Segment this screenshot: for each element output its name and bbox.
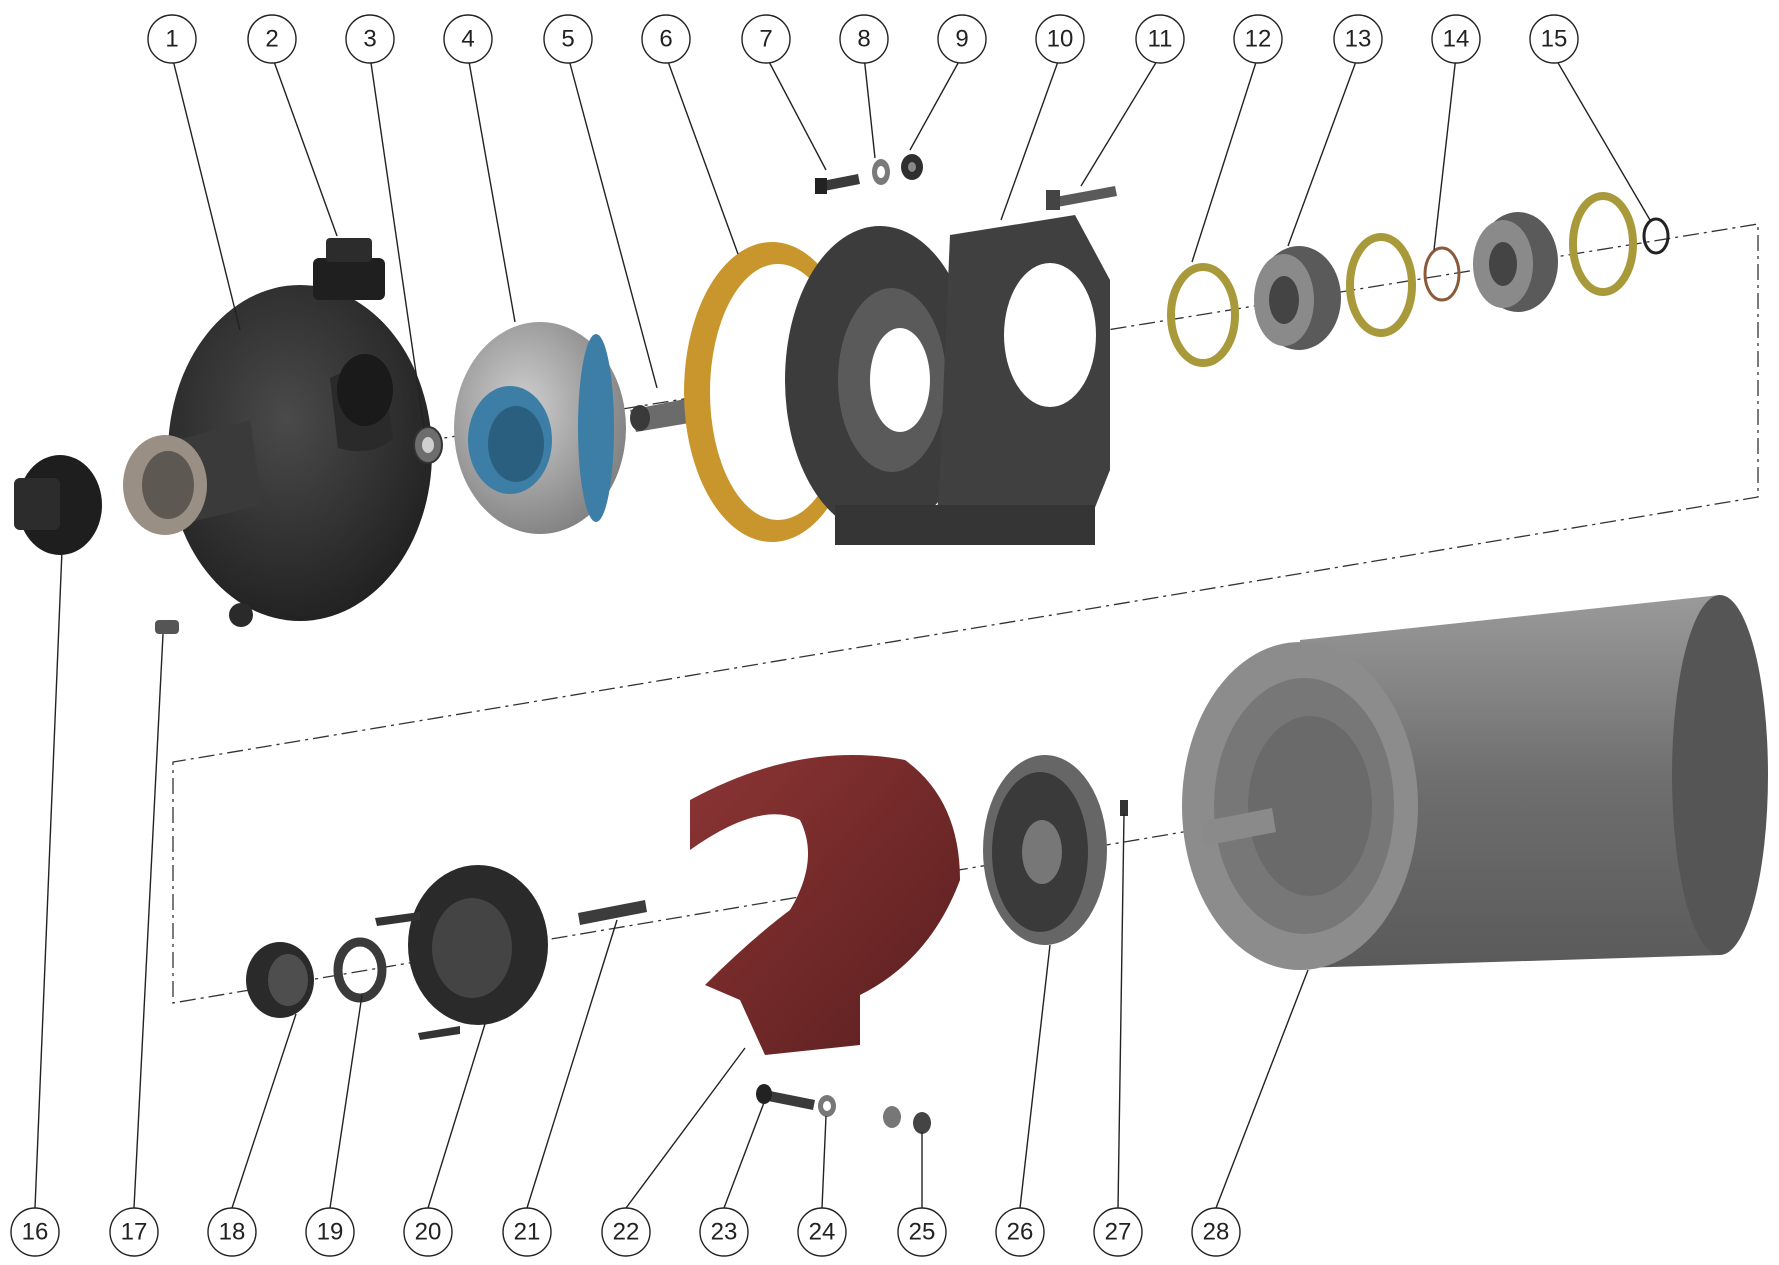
guard-nuts	[883, 1106, 931, 1134]
impeller-nut	[413, 426, 443, 464]
balloon-12: 12	[1233, 14, 1283, 64]
svg-text:28: 28	[1203, 1219, 1230, 1246]
impeller	[454, 322, 626, 534]
balloon-4: 4	[443, 14, 493, 64]
mechanical-seal	[246, 942, 314, 1018]
svg-text:13: 13	[1345, 26, 1372, 53]
coupling	[375, 865, 548, 1040]
svg-text:6: 6	[659, 26, 672, 53]
balloon-9: 9	[937, 14, 987, 64]
shim-ring-12b	[1346, 233, 1416, 337]
svg-text:1: 1	[165, 26, 178, 53]
balloon-17: 17	[109, 1207, 159, 1257]
svg-text:11: 11	[1148, 26, 1173, 53]
plug	[313, 238, 385, 300]
svg-text:16: 16	[22, 1219, 49, 1246]
svg-text:17: 17	[121, 1219, 148, 1246]
balloon-18: 18	[207, 1207, 257, 1257]
svg-text:8: 8	[857, 26, 870, 53]
screw-17	[155, 620, 179, 634]
svg-text:19: 19	[317, 1219, 344, 1246]
balloon-16: 16	[10, 1207, 60, 1257]
bearing-13b	[1473, 212, 1558, 312]
drain-plug	[14, 455, 102, 555]
svg-text:18: 18	[219, 1219, 246, 1246]
balloon-2: 2	[247, 14, 297, 64]
balloon-22: 22	[601, 1207, 651, 1257]
svg-text:25: 25	[909, 1219, 936, 1246]
bearing-13	[1254, 246, 1341, 350]
balloon-1: 1	[147, 14, 197, 64]
balloon-13: 13	[1333, 14, 1383, 64]
svg-text:7: 7	[759, 26, 772, 53]
pump-casing	[123, 285, 432, 627]
balloon-11: 11	[1135, 14, 1185, 64]
nut-9	[901, 154, 923, 180]
balloon-23: 23	[699, 1207, 749, 1257]
svg-text:10: 10	[1047, 26, 1074, 53]
leader-lines	[34, 55, 1651, 1209]
svg-text:3: 3	[363, 26, 376, 53]
guard-bolt	[756, 1084, 815, 1110]
svg-text:22: 22	[613, 1219, 640, 1246]
balloon-21: 21	[502, 1207, 552, 1257]
balloon-19: 19	[305, 1207, 355, 1257]
balloon-25: 25	[897, 1207, 947, 1257]
svg-text:21: 21	[514, 1219, 541, 1246]
balloon-20: 20	[403, 1207, 453, 1257]
svg-text:20: 20	[415, 1219, 442, 1246]
balloon-7: 7	[741, 14, 791, 64]
balloon-28: 28	[1191, 1207, 1241, 1257]
balloon-5: 5	[543, 14, 593, 64]
shaft-key	[1120, 800, 1128, 816]
svg-text:27: 27	[1105, 1219, 1132, 1246]
shim-ring-12	[1167, 263, 1239, 367]
snap-ring-15	[1642, 217, 1670, 255]
balloon-24: 24	[797, 1207, 847, 1257]
balloon-8: 8	[839, 14, 889, 64]
svg-text:23: 23	[711, 1219, 738, 1246]
svg-text:15: 15	[1541, 26, 1568, 53]
bolt-7	[815, 174, 860, 194]
svg-text:14: 14	[1443, 26, 1470, 53]
seal-seat	[333, 937, 387, 1003]
bearing-frame	[785, 215, 1110, 545]
svg-text:2: 2	[265, 26, 278, 53]
svg-text:24: 24	[809, 1219, 836, 1246]
bolt-11	[1046, 186, 1117, 210]
balloon-27: 27	[1093, 1207, 1143, 1257]
balloon-3: 3	[345, 14, 395, 64]
guard-washer	[818, 1095, 836, 1117]
balloon-10: 10	[1035, 14, 1085, 64]
washer-8	[872, 159, 890, 185]
coupling-bolt	[578, 900, 647, 925]
balloon-26: 26	[995, 1207, 1045, 1257]
svg-text:5: 5	[561, 26, 574, 53]
shim-ring-12c	[1569, 192, 1637, 296]
svg-text:9: 9	[955, 26, 968, 53]
svg-text:26: 26	[1007, 1219, 1034, 1246]
assembly-centerline	[172, 223, 1759, 1004]
coupling-guard	[690, 755, 960, 1055]
electric-motor	[1182, 595, 1768, 970]
svg-text:12: 12	[1245, 26, 1272, 53]
o-ring-14	[1423, 246, 1461, 302]
motor-adapter	[983, 755, 1107, 945]
balloon-6: 6	[641, 14, 691, 64]
balloon-14: 14	[1431, 14, 1481, 64]
balloon-15: 15	[1529, 14, 1579, 64]
svg-text:4: 4	[461, 26, 474, 53]
